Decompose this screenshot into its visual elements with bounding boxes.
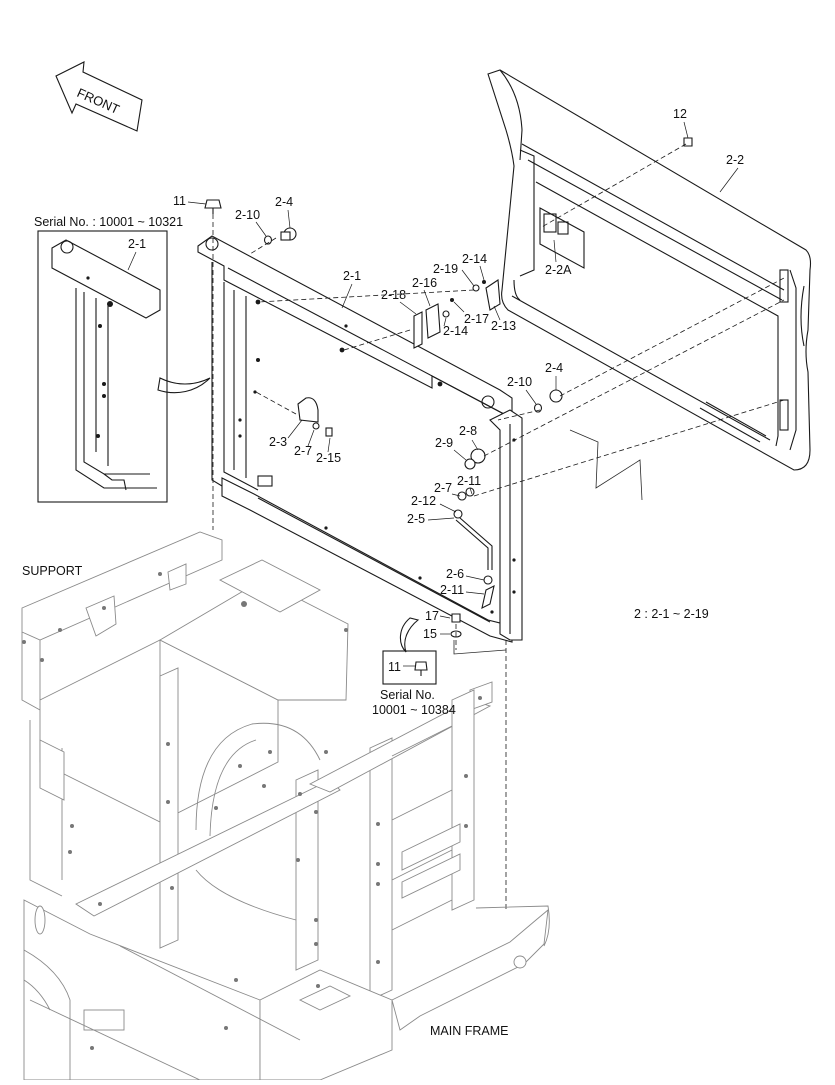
inset-bolt-serial-1: Serial No. <box>380 688 435 702</box>
callout-11-top: 11 <box>173 194 186 208</box>
callout-2-17: 2-17 <box>464 312 489 326</box>
callout-2-18: 2-18 <box>381 288 406 302</box>
callout-2-11-low: 2-11 <box>440 583 464 597</box>
callout-2-11-right: 2-11 <box>457 474 481 488</box>
callout-2-13: 2-13 <box>491 319 516 333</box>
callout-2-4-top: 2-4 <box>275 195 293 209</box>
support-label: SUPPORT <box>22 564 83 578</box>
hardware-parts <box>204 137 693 638</box>
front-direction-arrow: FRONT <box>55 61 143 132</box>
serial-inset-bolt: 11 Serial No. 10001 ~ 10384 <box>372 650 456 717</box>
callout-2-4-right: 2-4 <box>545 361 563 375</box>
callout-2-19: 2-19 <box>433 262 458 276</box>
cover-panel-2-2 <box>487 69 812 471</box>
support-structure <box>21 531 550 1081</box>
callout-2-14-top: 2-14 <box>462 252 487 266</box>
callout-2-10-top: 2-10 <box>235 208 260 222</box>
callout-2-2A: 2-2A <box>545 263 572 277</box>
callout-2-1: 2-1 <box>343 269 361 283</box>
inset-serial-label: Serial No. : 10001 ~ 10321 <box>34 215 183 229</box>
callout-2-7-right: 2-7 <box>434 481 452 495</box>
serial-inset-frame: Serial No. : 10001 ~ 10321 2-1 <box>34 215 183 503</box>
callout-2-16: 2-16 <box>412 276 437 290</box>
callout-2-9: 2-9 <box>435 436 453 450</box>
callout-2-5: 2-5 <box>407 512 425 526</box>
assembly-lines <box>212 143 785 910</box>
main-frame-label: MAIN FRAME <box>430 1024 508 1038</box>
inset-part-label: 2-1 <box>128 237 146 251</box>
callout-2-15: 2-15 <box>316 451 341 465</box>
inset-bolt-part: 11 <box>388 660 401 674</box>
pointer-arrow-bottom <box>399 617 420 653</box>
callout-2-14-mid: 2-14 <box>443 324 468 338</box>
callout-2-3: 2-3 <box>269 435 287 449</box>
callout-15: 15 <box>423 627 437 641</box>
callout-2-6: 2-6 <box>446 567 464 581</box>
inset-bolt-serial-2: 10001 ~ 10384 <box>372 703 456 717</box>
callout-2-2: 2-2 <box>726 153 744 167</box>
callout-12: 12 <box>673 107 687 121</box>
callout-2-8: 2-8 <box>459 424 477 438</box>
callout-2-12: 2-12 <box>411 494 436 508</box>
front-label: FRONT <box>75 85 122 117</box>
bracket-frame-2-1 <box>197 235 523 643</box>
callout-2-7-left: 2-7 <box>294 444 312 458</box>
callout-labels: 12 2-2 2-2A 11 2-4 2-10 2-1 2-19 2-14 2-… <box>173 107 744 641</box>
callout-17: 17 <box>425 609 439 623</box>
assembly-note: 2 : 2-1 ~ 2-19 <box>634 607 709 621</box>
callout-2-10-right: 2-10 <box>507 375 532 389</box>
pointer-arrow-left <box>157 377 211 394</box>
